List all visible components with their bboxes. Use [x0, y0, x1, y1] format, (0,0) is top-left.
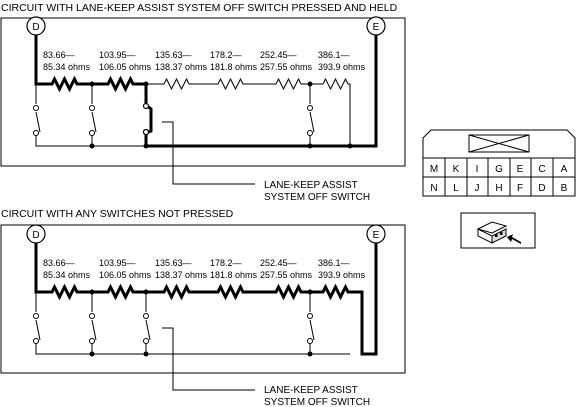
arrow-icon [507, 234, 521, 244]
resistor-label: 135.63— [155, 258, 192, 268]
resistor-label: 135.63— [155, 50, 192, 60]
resistor-label: 257.55 ohms [260, 270, 313, 280]
resistor-label: 252.45— [260, 258, 297, 268]
diagram2-callout-text: SYSTEM OFF SWITCH [264, 397, 370, 407]
resistor-label: 386.1— [318, 258, 350, 268]
svg-text:D: D [32, 230, 39, 241]
pin-label: C [538, 164, 545, 175]
resistor-label: 252.45— [260, 50, 297, 60]
diagram2-node-e: E [366, 224, 386, 244]
diagram1-frame [0, 17, 406, 167]
resistor-label: 103.95— [99, 258, 136, 268]
resistor-label: 106.05 ohms [99, 270, 152, 280]
diagram2-node-d: D [26, 224, 46, 244]
connector-plug-icon [460, 212, 536, 249]
diagram1-resistor-labels: 83.66— 85.34 ohms 103.95— 106.05 ohms 13… [43, 50, 366, 72]
diagram-pressed: CIRCUIT WITH LANE-KEEP ASSIST SYSTEM OFF… [0, 2, 406, 203]
pin-label: J [475, 183, 480, 194]
resistor-label: 257.55 ohms [260, 62, 313, 72]
pin-label: M [430, 164, 438, 175]
pin-label: A [561, 164, 568, 175]
resistor-label: 103.95— [99, 50, 136, 60]
diagram2-active-path [34, 243, 378, 356]
resistor-label: 178.2— [210, 50, 242, 60]
pin-label: G [495, 164, 503, 175]
diagram2-resistor-labels: 83.66— 85.34 ohms 103.95— 106.05 ohms 13… [43, 258, 366, 280]
diagram-not-pressed: CIRCUIT WITH ANY SWITCHES NOT PRESSED D … [0, 208, 406, 407]
resistor-label: 106.05 ohms [99, 62, 152, 72]
diagram1-pressed-switch [145, 103, 153, 135]
connector-pinout: M K I G E C A N L J H F D B [422, 129, 576, 197]
resistor-label: 138.37 ohms [155, 270, 208, 280]
pin-label: F [517, 183, 523, 194]
pin-label: K [453, 164, 460, 175]
diagram1-node-e: E [366, 16, 386, 36]
diagram1-inactive-ladder [146, 77, 351, 146]
diagram1-callout-line [162, 121, 255, 185]
diagram2-callout-line [162, 327, 255, 391]
diagram1-active-return [144, 35, 378, 148]
diagram2-open-switches [33, 292, 350, 355]
resistor-label: 83.66— [43, 258, 75, 268]
pin-label: D [538, 183, 545, 194]
diagram1-callout-text: SYSTEM OFF SWITCH [264, 192, 370, 203]
resistor-label: 386.1— [318, 50, 350, 60]
pin-label: B [561, 183, 568, 194]
diagram2-callout-text: LANE-KEEP ASSIST [264, 385, 358, 396]
resistor-label: 178.2— [210, 258, 242, 268]
pin-label: N [430, 183, 437, 194]
resistor-label: 393.9 ohms [318, 270, 366, 280]
resistor-label: 85.34 ohms [43, 270, 91, 280]
resistor-label: 181.8 ohms [210, 62, 258, 72]
diagram1-title: CIRCUIT WITH LANE-KEEP ASSIST SYSTEM OFF… [1, 2, 398, 14]
resistor-label: 83.66— [43, 50, 75, 60]
diagram1-open-switches [33, 84, 315, 147]
diagram2-frame [0, 224, 406, 374]
diagram1-callout-text: LANE-KEEP ASSIST [264, 180, 358, 191]
svg-text:E: E [373, 230, 380, 241]
diagram2-junctions [89, 289, 313, 357]
diagram1-node-d: D [26, 16, 46, 36]
diagram1-junctions [89, 81, 353, 149]
pin-label: L [453, 183, 459, 194]
pin-label: E [517, 164, 524, 175]
resistor-label: 138.37 ohms [155, 62, 208, 72]
resistor-label: 85.34 ohms [43, 62, 91, 72]
resistor-label: 181.8 ohms [210, 270, 258, 280]
svg-text:D: D [32, 22, 39, 33]
diagram2-title: CIRCUIT WITH ANY SWITCHES NOT PRESSED [1, 208, 234, 220]
svg-text:E: E [373, 22, 380, 33]
pin-label: H [495, 183, 502, 194]
resistor-label: 393.9 ohms [318, 62, 366, 72]
pin-label: I [476, 164, 479, 175]
